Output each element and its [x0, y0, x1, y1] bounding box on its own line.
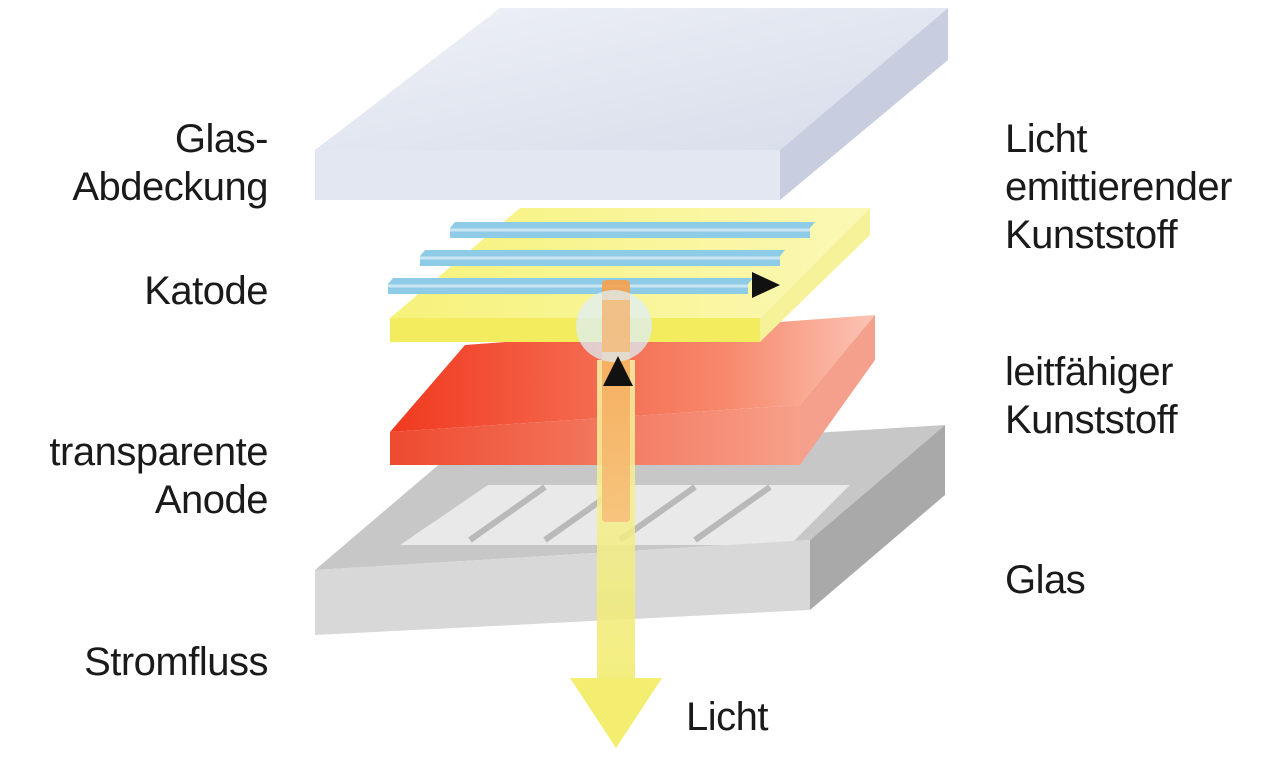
label-cathode: Katode	[144, 269, 268, 313]
current-flow-arrow-icon	[603, 356, 633, 386]
light-arrow-icon	[570, 678, 662, 748]
cathode-strips	[388, 222, 815, 294]
cathode-arrow-icon	[752, 272, 780, 298]
label-glass-cover: Glas-Abdeckung	[72, 117, 268, 209]
label-glass: Glas	[1005, 558, 1086, 602]
label-light: Licht	[686, 695, 769, 739]
label-current-flow: Stromfluss	[84, 640, 268, 684]
glass-cover	[315, 8, 948, 200]
